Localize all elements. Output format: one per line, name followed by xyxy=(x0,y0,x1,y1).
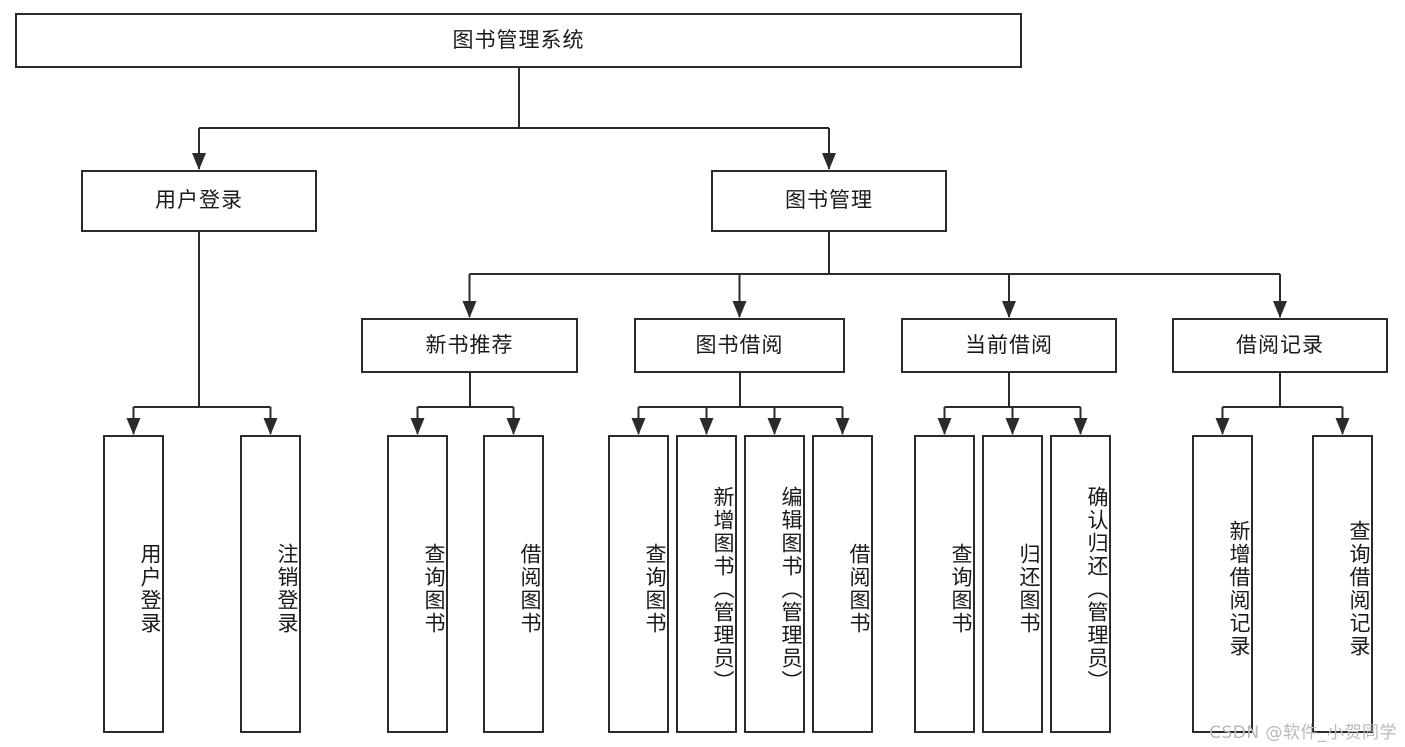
node-label: 编辑图书（管理员） xyxy=(779,485,802,693)
node-label: 图书管理系统 xyxy=(452,28,585,52)
arrowhead xyxy=(699,418,714,435)
node-newbook[interactable]: 新书推荐 xyxy=(361,318,578,373)
arrowhead xyxy=(1005,418,1020,435)
node-label: 查询图书 xyxy=(422,543,445,635)
node-l8[interactable]: 借阅图书 xyxy=(812,435,873,733)
arrowhead xyxy=(1273,301,1287,318)
arrowhead xyxy=(767,418,782,435)
arrowhead xyxy=(1335,418,1350,435)
node-label: 用户登录 xyxy=(155,189,243,213)
arrowhead xyxy=(1215,418,1230,435)
node-label: 注销登录 xyxy=(275,543,298,635)
node-label: 图书借阅 xyxy=(695,333,784,357)
arrowhead xyxy=(192,153,206,170)
node-label: 新书推荐 xyxy=(425,333,514,357)
node-login[interactable]: 用户登录 xyxy=(81,170,317,232)
node-l1[interactable]: 用户登录 xyxy=(103,435,164,733)
node-l4[interactable]: 借阅图书 xyxy=(483,435,544,733)
node-label: 确认归还（管理员） xyxy=(1085,485,1108,693)
node-root[interactable]: 图书管理系统 xyxy=(15,13,1022,68)
node-l11[interactable]: 确认归还（管理员） xyxy=(1050,435,1111,733)
arrowhead xyxy=(732,301,747,318)
arrowhead xyxy=(1002,301,1016,318)
node-l10[interactable]: 归还图书 xyxy=(982,435,1043,733)
node-label: 借阅图书 xyxy=(847,543,870,635)
node-label: 借阅记录 xyxy=(1236,333,1324,357)
node-label: 借阅图书 xyxy=(518,543,541,635)
node-label: 图书管理 xyxy=(785,189,873,213)
node-l2[interactable]: 注销登录 xyxy=(240,435,301,733)
node-label: 新增图书（管理员） xyxy=(711,485,734,693)
node-l6[interactable]: 新增图书（管理员） xyxy=(676,435,737,733)
node-l3[interactable]: 查询图书 xyxy=(387,435,448,733)
node-l9[interactable]: 查询图书 xyxy=(914,435,975,733)
arrowhead xyxy=(937,418,952,435)
node-l7[interactable]: 编辑图书（管理员） xyxy=(744,435,805,733)
node-label: 当前借阅 xyxy=(965,333,1053,357)
arrowhead xyxy=(410,418,425,435)
watermark: CSDN @软件_小贺同学 xyxy=(1209,723,1397,743)
node-label: 查询图书 xyxy=(643,543,666,635)
node-current[interactable]: 当前借阅 xyxy=(901,318,1117,373)
node-label: 归还图书 xyxy=(1017,543,1040,635)
node-l13[interactable]: 查询借阅记录 xyxy=(1312,435,1373,733)
arrowhead xyxy=(1073,418,1088,435)
node-label: 查询图书 xyxy=(949,543,972,635)
node-bookmgmt[interactable]: 图书管理 xyxy=(711,170,947,232)
arrowhead xyxy=(506,418,521,435)
arrowhead xyxy=(462,301,477,318)
arrowhead xyxy=(263,418,278,435)
arrowhead xyxy=(126,418,141,435)
node-l12[interactable]: 新增借阅记录 xyxy=(1192,435,1253,733)
arrowhead xyxy=(631,418,646,435)
node-label: 新增借阅记录 xyxy=(1227,520,1250,658)
arrowhead xyxy=(835,418,850,435)
node-records[interactable]: 借阅记录 xyxy=(1172,318,1388,373)
node-l5[interactable]: 查询图书 xyxy=(608,435,669,733)
arrowhead xyxy=(822,153,836,170)
node-label: 查询借阅记录 xyxy=(1347,520,1370,658)
node-borrow[interactable]: 图书借阅 xyxy=(634,318,845,373)
node-label: 用户登录 xyxy=(138,543,161,635)
